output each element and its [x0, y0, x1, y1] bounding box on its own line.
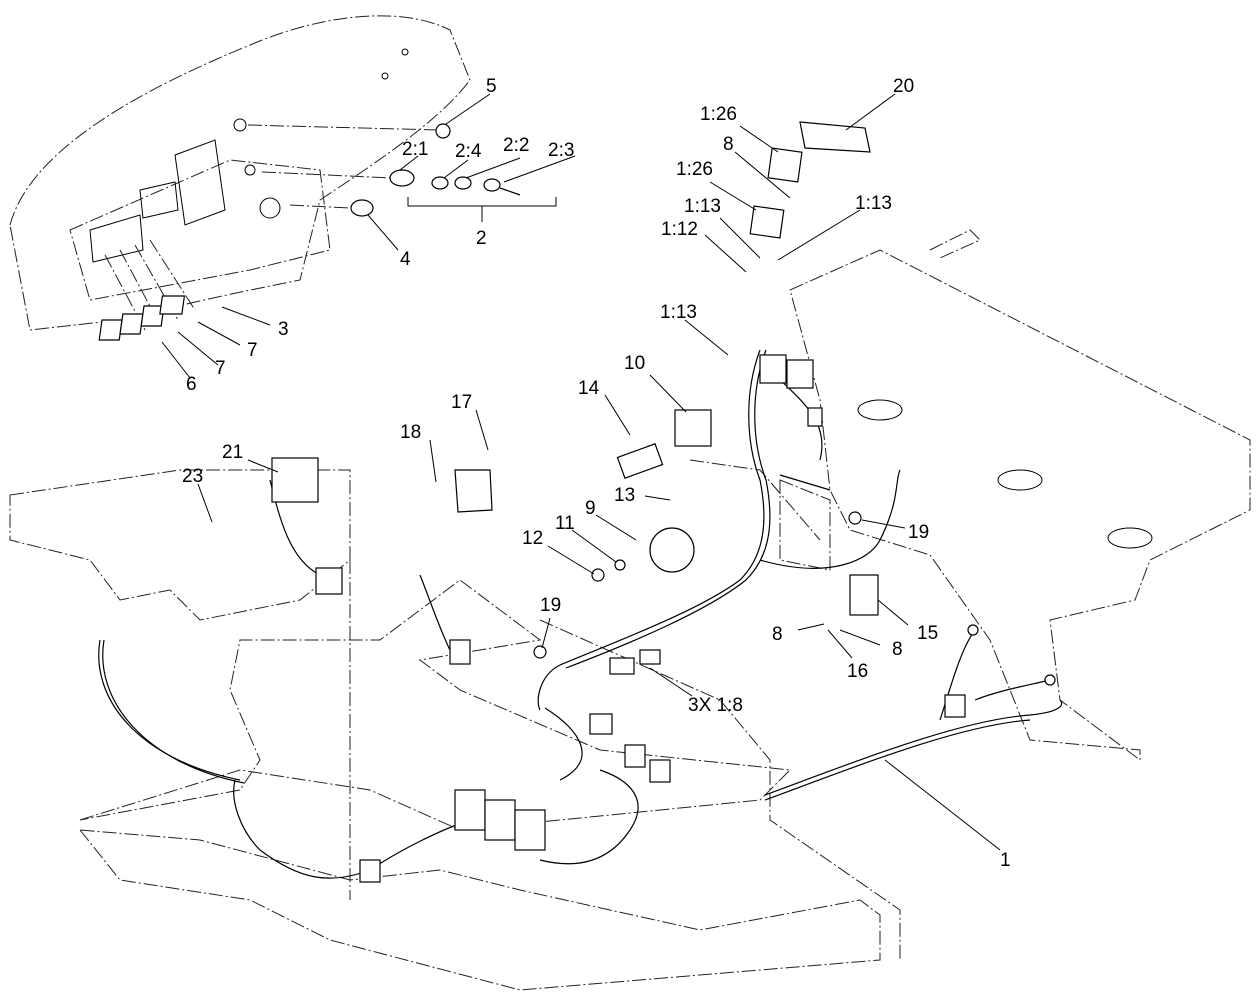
callout-6: 6 [186, 374, 197, 395]
callout-1-13-right: 1:13 [855, 193, 892, 214]
dashboard-panel [9, 15, 471, 331]
callout-8-left: 8 [772, 624, 783, 645]
ignition-switch-assembly [350, 123, 557, 222]
callout-2-4: 2:4 [455, 141, 482, 162]
callout-2: 2 [476, 228, 487, 249]
callout-23: 23 [182, 466, 203, 487]
callout-1-26-lower: 1:26 [676, 159, 713, 180]
callout-15: 15 [917, 623, 938, 644]
callout-14: 14 [578, 378, 600, 399]
callout-1-13-mid: 1:13 [660, 302, 697, 323]
callout-12: 12 [522, 528, 543, 549]
callout-19-right: 19 [908, 522, 929, 543]
callout-5: 5 [486, 76, 497, 97]
callout-7b: 7 [215, 358, 226, 379]
callout-7a: 7 [247, 340, 258, 361]
callout-2-1: 2:1 [402, 139, 428, 160]
callout-1-26-top: 1:26 [700, 104, 737, 125]
callout-10: 10 [624, 353, 645, 374]
callout-3x-1-8: 3X 1:8 [688, 695, 743, 716]
leader-lines [161, 93, 1001, 851]
callout-labels: 20 5 2:1 2:4 2:2 2:3 2 4 3 7 7 6 1:26 8 … [182, 76, 1011, 871]
callout-13: 13 [614, 485, 635, 506]
callout-11: 11 [555, 513, 575, 534]
callout-9: 9 [585, 498, 596, 519]
callout-8-right: 8 [892, 639, 903, 660]
callout-17: 17 [451, 392, 472, 413]
callout-21: 21 [222, 442, 243, 463]
switch-leaders [104, 124, 439, 331]
callout-1-12: 1:12 [661, 219, 698, 240]
callout-1: 1 [1000, 850, 1011, 871]
components [271, 121, 1056, 883]
callout-18: 18 [400, 422, 421, 443]
callout-1-13-left: 1:13 [684, 196, 721, 217]
wiring-harness [98, 349, 1063, 879]
callout-16: 16 [847, 661, 868, 682]
callout-8-top: 8 [723, 134, 734, 155]
callout-20: 20 [893, 76, 914, 97]
callout-2-2: 2:2 [503, 135, 529, 156]
rocker-switches [98, 295, 186, 341]
callout-3: 3 [278, 319, 289, 340]
right-body-panel [789, 229, 1251, 761]
callout-2-3: 2:3 [548, 140, 574, 161]
lower-frame [9, 459, 901, 991]
callout-19-center: 19 [540, 595, 561, 616]
callout-4: 4 [400, 249, 411, 270]
